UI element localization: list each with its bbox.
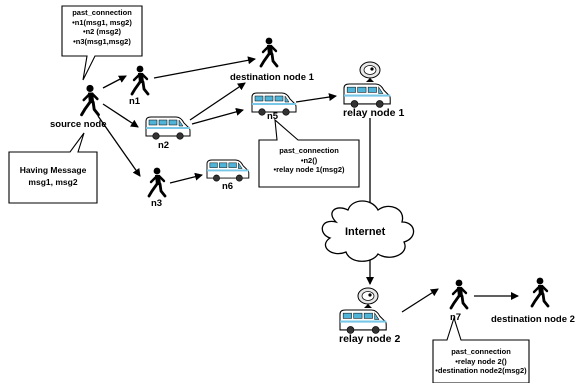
label-source-node: source node	[50, 119, 107, 130]
label-relay-node-2: relay node 2	[339, 333, 401, 345]
label-internet: Internet	[345, 226, 386, 238]
callout-n5-past-title: past_connection	[279, 146, 339, 155]
callout-n5-past: past_connection •n2() •relay node 1(msg2…	[260, 146, 358, 175]
van-n6-icon	[206, 159, 250, 183]
callout-source-past-box	[61, 5, 143, 81]
callout-n7-past-box	[432, 316, 530, 383]
label-destination-node-2: destination node 2	[491, 314, 575, 325]
van-n2-icon	[145, 116, 191, 141]
person-n1-icon	[130, 64, 150, 96]
callout-having-message: Having Message msg1, msg2	[10, 164, 96, 188]
arrow-source-n3	[97, 115, 141, 177]
callout-source-past-line-3: •n3(msg1,msg2)	[73, 36, 131, 46]
callout-n5-past-line-2: •relay node 1(msg2)	[273, 165, 345, 175]
arrow-n5-relay1	[295, 93, 337, 103]
label-n7: n7	[450, 312, 462, 323]
callout-having-message-line-2: msg1, msg2	[28, 177, 78, 187]
callout-having-message-line-1: Having Message	[19, 165, 87, 175]
callout-n7-past: past_connection •relay node 2() •destina…	[434, 347, 528, 376]
person-destination1-icon	[259, 36, 279, 68]
callout-source-past-line-1: •n1(msg1, msg2)	[72, 17, 132, 27]
arrow-n1-destination1	[153, 56, 256, 79]
relay1-dish-icon	[359, 61, 381, 83]
internet-cloud	[321, 200, 415, 262]
person-source-icon	[80, 83, 100, 117]
person-n3-icon	[147, 166, 167, 198]
arrow-n3-n6	[169, 172, 203, 184]
arrow-n2-n5	[191, 107, 244, 125]
callout-source-past-title: past_connection	[72, 8, 132, 17]
person-n7-icon	[449, 278, 469, 310]
label-n5: n5	[267, 111, 279, 122]
callout-shapes	[8, 5, 530, 383]
label-n6: n6	[222, 181, 234, 192]
callout-n5-past-box	[258, 118, 360, 188]
label-n2: n2	[158, 140, 170, 151]
callout-source-past: past_connection •n1(msg1, msg2) •n2 (msg…	[64, 8, 140, 46]
arrow-source-n2	[102, 103, 139, 128]
person-destination2-icon	[530, 276, 550, 308]
label-destination-node-1: destination node 1	[230, 72, 314, 83]
callout-source-past-line-2: •n2 (msg2)	[82, 27, 122, 37]
label-n1: n1	[129, 96, 141, 107]
callout-having-message-box	[8, 132, 98, 204]
arrow-source-n1	[102, 75, 127, 89]
label-n3: n3	[151, 198, 163, 209]
label-relay-node-1: relay node 1	[343, 107, 405, 119]
callout-n5-past-line-1: •n2()	[300, 155, 318, 165]
callout-n7-past-line-1: •relay node 2()	[455, 356, 507, 366]
callout-n7-past-line-2: •destination node2(msg2)	[435, 366, 527, 376]
relay2-van-icon	[338, 308, 388, 335]
relay2-dish-icon	[357, 287, 379, 309]
arrow-relay2-n7	[401, 288, 439, 313]
arrow-n2-destination1	[189, 82, 246, 121]
callout-n7-past-title: past_connection	[451, 347, 511, 356]
relay1-van-icon	[342, 82, 392, 109]
connection-arrows	[97, 56, 519, 313]
